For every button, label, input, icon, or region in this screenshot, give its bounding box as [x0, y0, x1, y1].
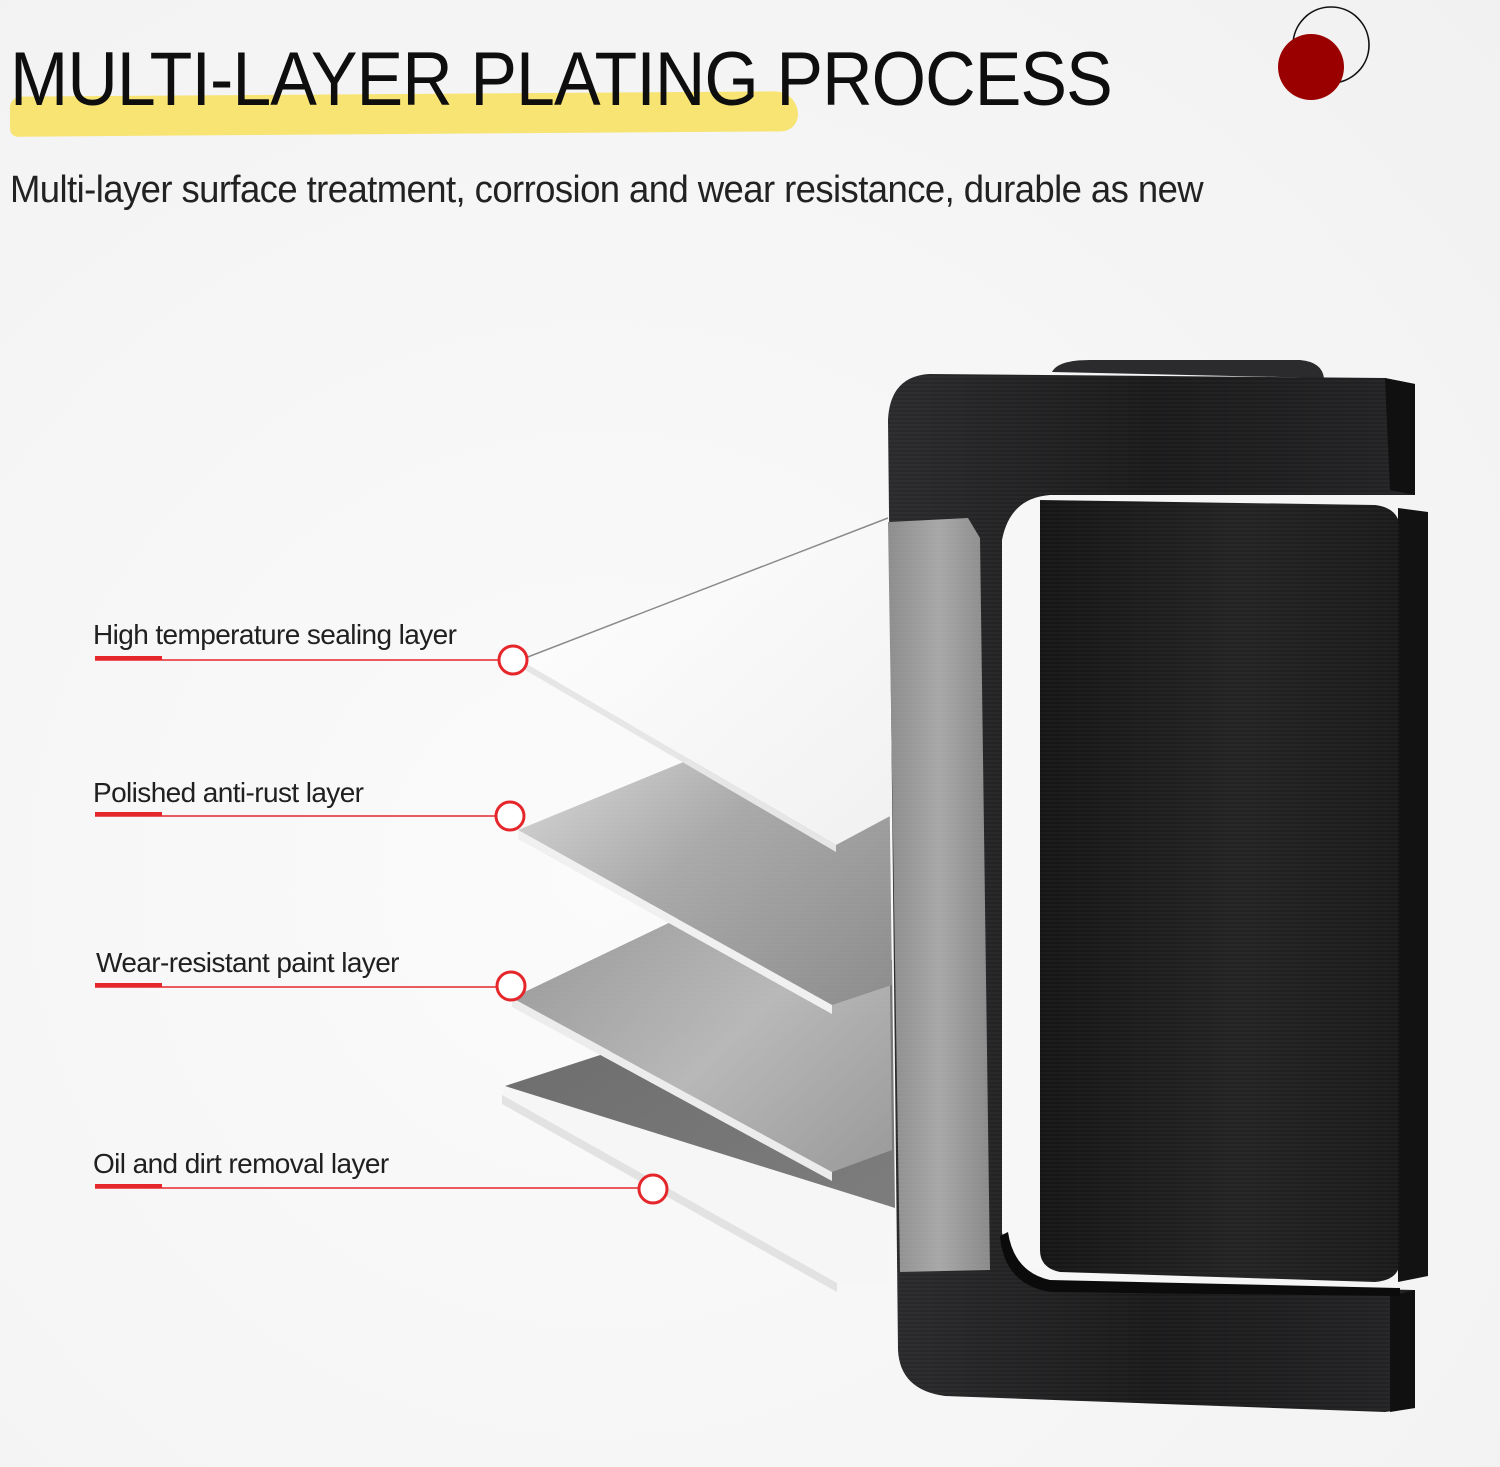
black-handle: [888, 374, 1415, 1412]
layer-label-sealing: High temperature sealing layer: [93, 619, 457, 650]
callout-2: [95, 800, 526, 832]
page-title: MULTI-LAYER PLATING PROCESS: [10, 37, 1113, 122]
layer-label-paint: Wear-resistant paint layer: [96, 947, 400, 978]
layer-label-oil-dirt: Oil and dirt removal layer: [93, 1148, 389, 1179]
grip-plate: [1040, 500, 1428, 1282]
title-block: MULTI-LAYER PLATING PROCESS: [9, 30, 1208, 137]
callout-3: [95, 970, 527, 1002]
sheet-high-temp-sealing: [519, 517, 892, 852]
layer-label-anti-rust: Polished anti-rust layer: [93, 777, 364, 808]
cutaway-edge: [888, 518, 990, 1272]
page-subtitle: Multi-layer surface treatment, corrosion…: [10, 169, 1204, 211]
callout-1: [95, 644, 529, 676]
callout-4: [95, 1173, 669, 1205]
brand-dots-icon: [1278, 6, 1370, 100]
